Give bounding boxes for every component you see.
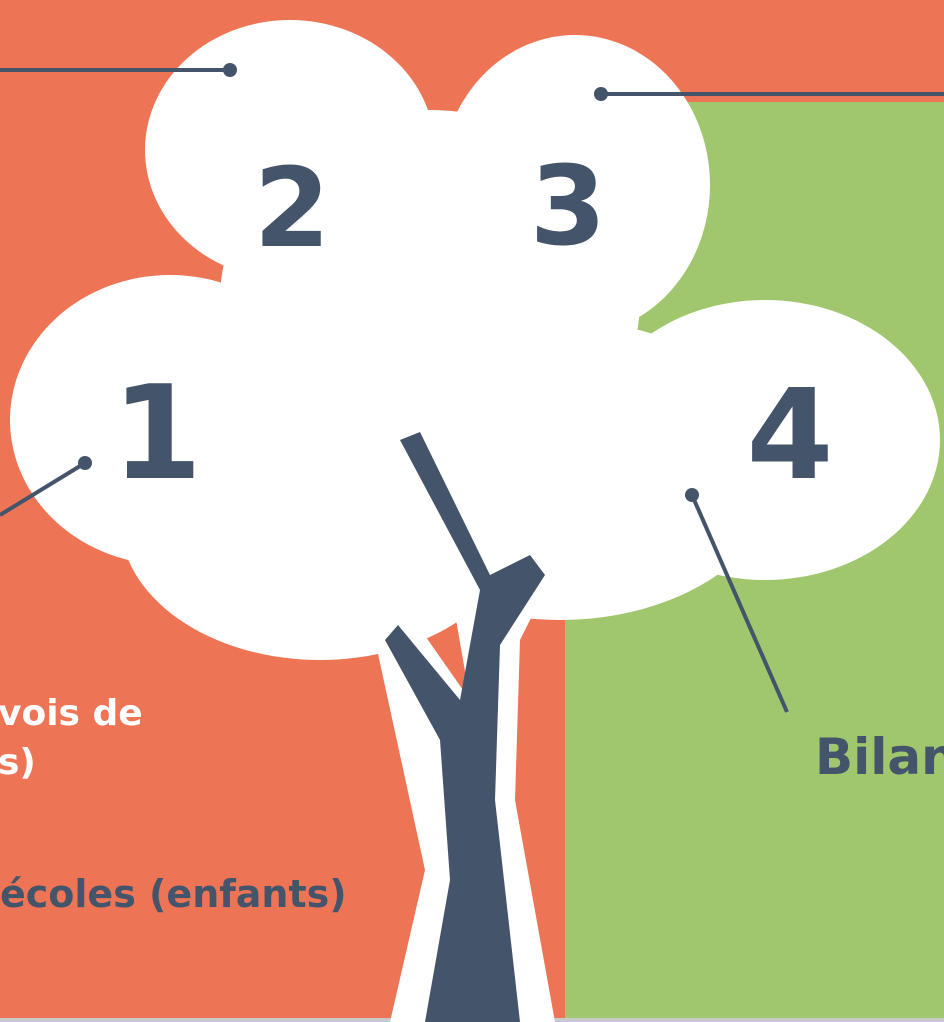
tree-trunk <box>385 432 545 1022</box>
leaf-number-3: 3 <box>530 142 607 270</box>
connectors <box>0 63 944 713</box>
leaf-number-1: 1 <box>112 357 202 509</box>
left-text-line-1: vois de <box>0 693 143 734</box>
right-panel-title: Bilan <box>815 728 944 786</box>
leaf-number-4: 4 <box>747 363 834 508</box>
leaf-number-2: 2 <box>254 144 331 272</box>
left-text-line-2: s) <box>0 742 36 783</box>
left-text-line-3: écoles (enfants) <box>0 872 347 916</box>
